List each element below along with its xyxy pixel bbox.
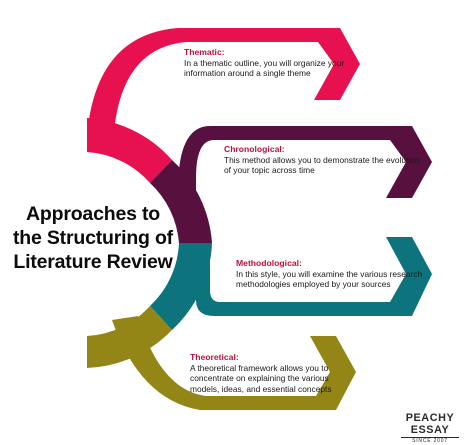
methodological-connector bbox=[196, 237, 432, 316]
theoretical-body-line-3: models, ideas, and essential concepts bbox=[190, 383, 332, 394]
thematic-heading: Thematic: bbox=[184, 47, 225, 57]
methodological-blurb: Methodological: In this style, you will … bbox=[236, 258, 426, 290]
theoretical-body-line-2: concentrate on explaining the various bbox=[190, 373, 329, 384]
chronological-body-line-2: of your topic across time bbox=[224, 165, 315, 176]
title-line-3: Literature Review bbox=[13, 251, 173, 273]
theoretical-heading: Theoretical: bbox=[190, 352, 239, 362]
chronological-heading: Chronological: bbox=[224, 144, 285, 154]
title-line-1: Approaches to bbox=[26, 203, 160, 225]
methodological-body-line-1: In this style, you will examine the vari… bbox=[236, 268, 423, 279]
brand-logo: PEACHY ESSAY SINCE 2007 bbox=[391, 412, 469, 445]
chronological-body-line-1: This method allows you to demonstrate th… bbox=[224, 154, 420, 165]
methodological-heading: Methodological: bbox=[236, 258, 302, 268]
theoretical-blurb: Theoretical: A theoretical framework all… bbox=[190, 352, 350, 394]
theoretical-body-line-1: A theoretical framework allows you to bbox=[190, 362, 329, 373]
ring-segment-theoretical bbox=[87, 306, 172, 368]
chronological-connector bbox=[178, 126, 432, 214]
theoretical-connector bbox=[112, 316, 356, 410]
brand-name: PEACHY ESSAY bbox=[405, 412, 455, 436]
methodological-body-line-2: methodologies employed by your sources bbox=[236, 279, 391, 290]
ring-segment-thematic bbox=[87, 118, 172, 183]
thematic-connector bbox=[88, 28, 360, 132]
thematic-body-line-1: In a thematic outline, you will organize… bbox=[184, 57, 345, 68]
diagram-title: Approaches to the Structuring of Literat… bbox=[0, 202, 186, 274]
brand-tagline: SINCE 2007 bbox=[401, 437, 459, 445]
thematic-blurb: Thematic: In a thematic outline, you wil… bbox=[184, 47, 374, 79]
ring-segment-methodological bbox=[150, 243, 212, 330]
thematic-body-line-2: information around a single theme bbox=[184, 68, 311, 79]
chronological-blurb: Chronological: This method allows you to… bbox=[224, 144, 424, 176]
title-line-2: the Structuring of bbox=[13, 227, 173, 249]
ring-segment-chronological bbox=[150, 160, 212, 243]
ring bbox=[87, 118, 212, 368]
